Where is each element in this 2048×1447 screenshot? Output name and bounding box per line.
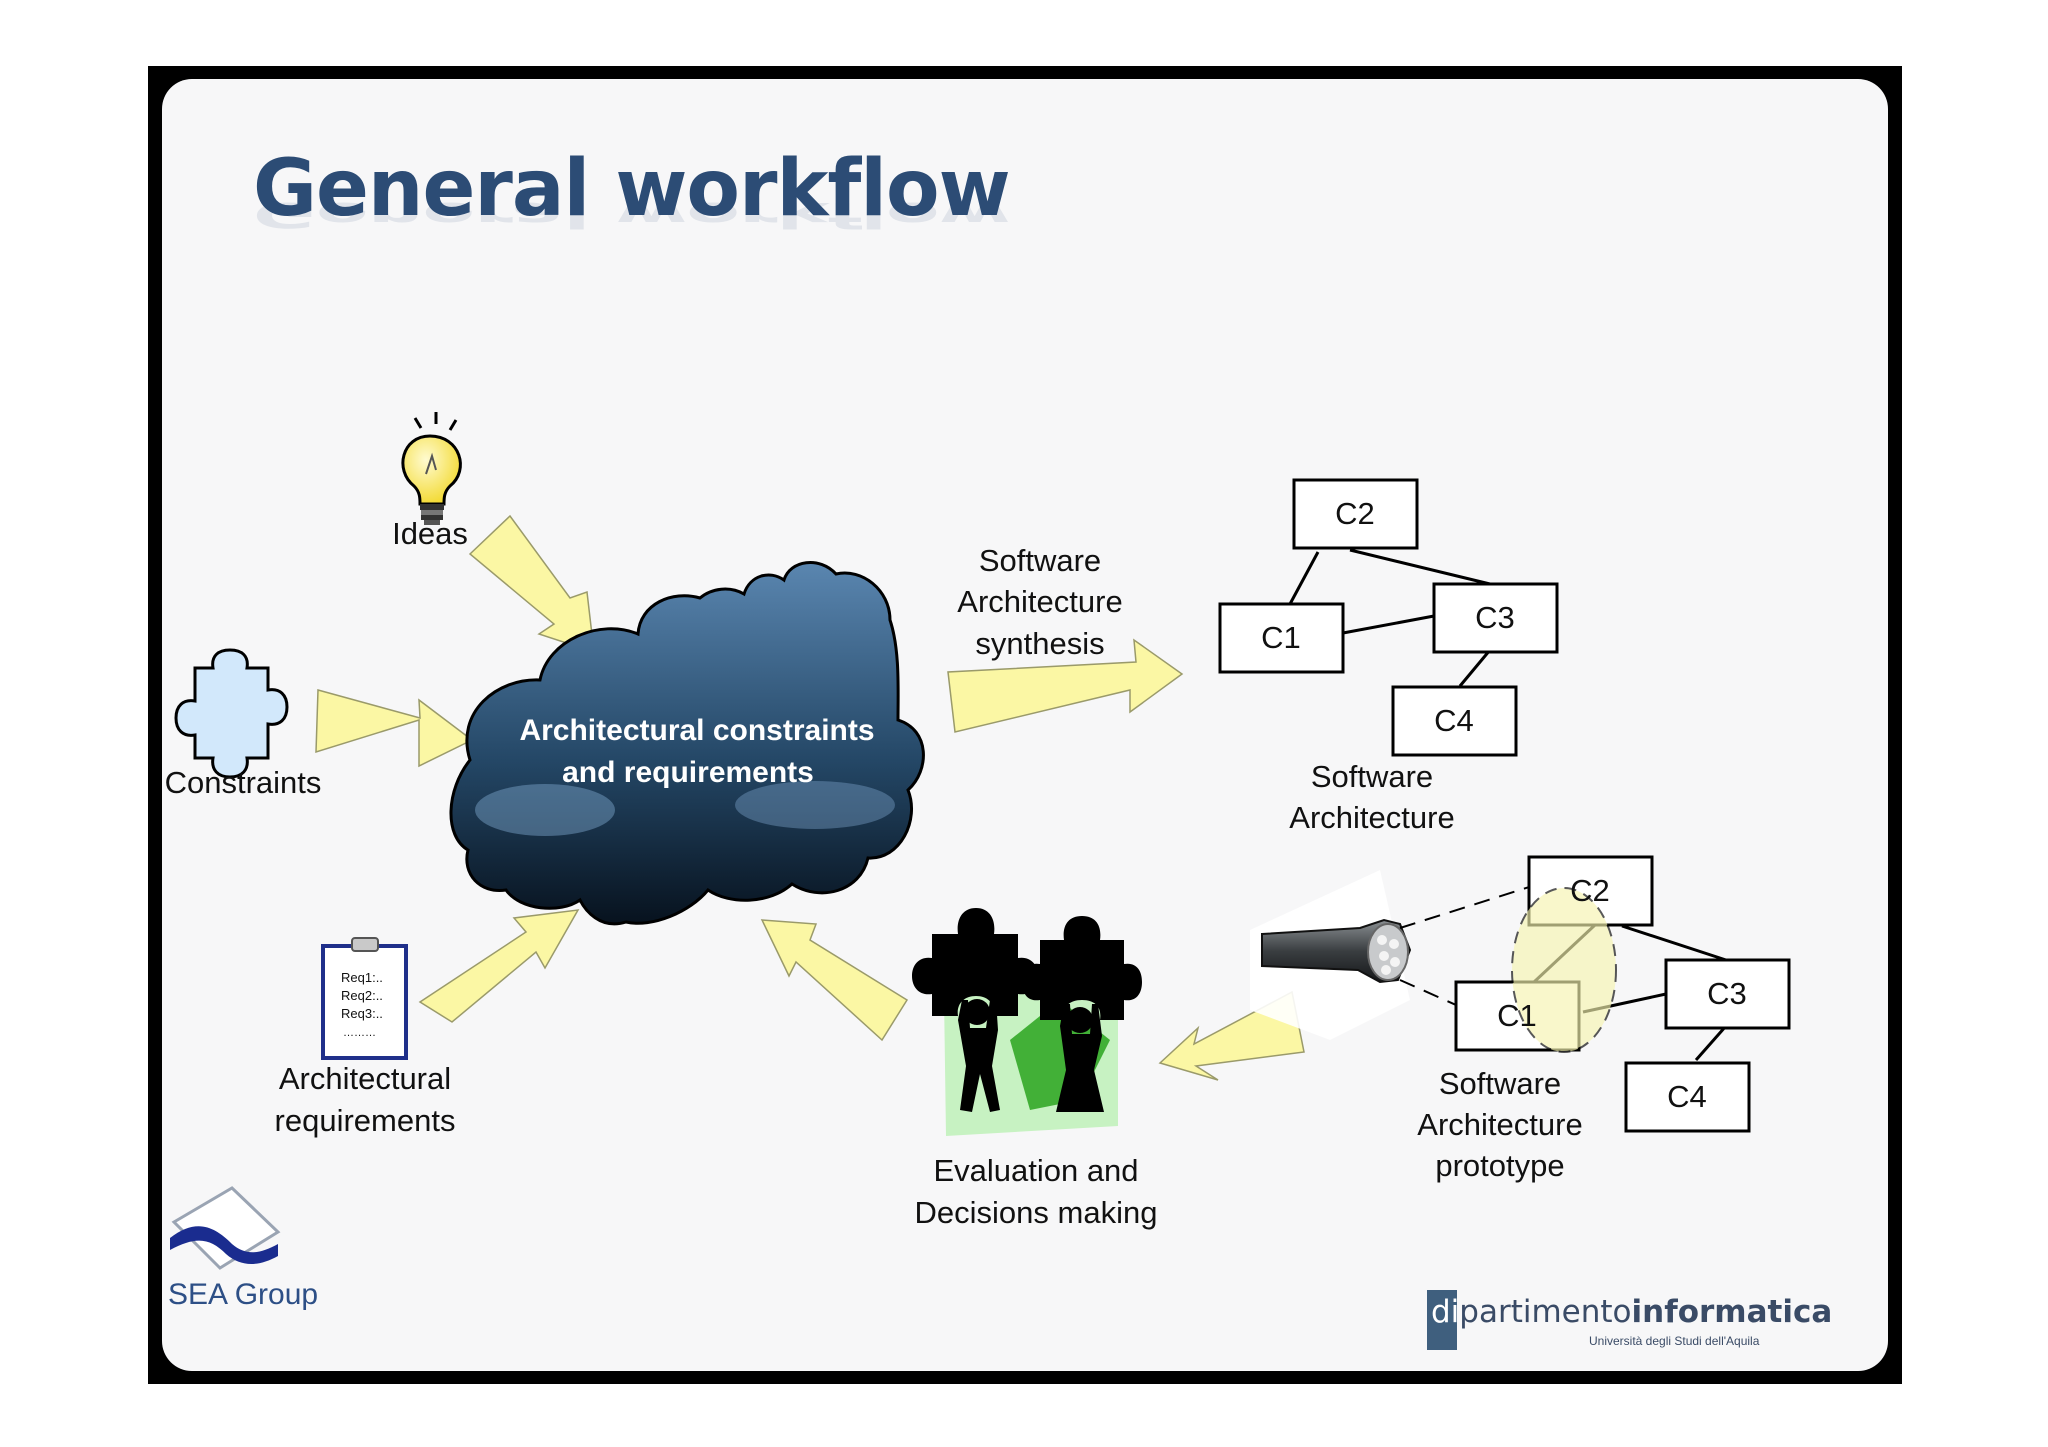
people-with-puzzles-icon <box>912 908 1142 1136</box>
dipartimento-logo-mark <box>1427 1290 1457 1350</box>
architecture-label-line1: Software <box>1311 759 1433 794</box>
dipartimento-logo-prefix: di <box>1431 1294 1460 1330</box>
dipartimento-logo-text: dipartimentoinformatica <box>1431 1294 1832 1330</box>
synthesis-label-line1: Software <box>979 543 1101 578</box>
clipboard-icon <box>321 937 408 1060</box>
arrow-requirements-to-cloud <box>418 909 580 1023</box>
evaluation-label-line1: Evaluation and <box>933 1153 1138 1188</box>
storm-cloud-icon <box>449 561 925 926</box>
cloud-label-line2: and requirements <box>562 756 814 789</box>
arch-c4-label: C4 <box>1434 703 1474 738</box>
cloud-label-line1: Architectural constraints <box>519 714 874 747</box>
arch-component-c3 <box>1432 582 1559 654</box>
req-item-4: ……… <box>343 1027 376 1039</box>
dipartimento-logo-subtitle: Università degli Studi dell'Aquila <box>1589 1334 1760 1348</box>
requirements-label-line1: Architectural <box>279 1061 451 1096</box>
arch-c1-label: C1 <box>1261 620 1301 655</box>
sea-group-logo-icon <box>170 1186 281 1270</box>
puzzle-piece-icon <box>174 648 289 779</box>
arrow-ideas-to-cloud <box>468 514 595 654</box>
arch-c3-label: C3 <box>1475 600 1515 635</box>
proto-c1-label: C1 <box>1497 998 1537 1033</box>
dipartimento-logo-bold: informatica <box>1631 1294 1833 1330</box>
architecture-diagram: C2 C1 C3 C4 <box>1218 478 1559 757</box>
dipartimento-logo-main: partimento <box>1459 1294 1632 1330</box>
proto-component-c3 <box>1664 958 1791 1030</box>
arrow-evaluation-to-cloud <box>760 919 909 1042</box>
prototype-label-line2: Architecture <box>1417 1107 1582 1142</box>
evaluation-label-line2: Decisions making <box>915 1195 1158 1230</box>
lightbulb-icon <box>401 412 462 525</box>
proto-c3-label: C3 <box>1707 976 1747 1011</box>
req-item-1: Req1:.. <box>341 970 383 985</box>
synthesis-label-line3: synthesis <box>975 626 1104 661</box>
synthesis-label-line2: Architecture <box>957 584 1122 619</box>
arrow-synthesis <box>947 638 1184 733</box>
prototype-label-line3: prototype <box>1435 1148 1564 1183</box>
sea-group-logo-text: SEA Group <box>168 1278 319 1311</box>
req-item-2: Req2:.. <box>341 988 383 1003</box>
constraints-label: Constraints <box>165 765 322 800</box>
arch-component-c2 <box>1292 478 1419 550</box>
arch-c2-label: C2 <box>1335 496 1375 531</box>
architecture-label-line2: Architecture <box>1289 800 1454 835</box>
prototype-label-line1: Software <box>1439 1066 1561 1101</box>
proto-c4-label: C4 <box>1667 1079 1707 1114</box>
req-item-3: Req3:.. <box>341 1006 383 1021</box>
proto-component-c4 <box>1624 1061 1751 1133</box>
arch-component-c1 <box>1218 602 1345 674</box>
arch-component-c4 <box>1391 685 1518 757</box>
prototype-diagram: C2 C1 C3 C4 <box>1454 855 1791 1133</box>
requirements-label-line2: requirements <box>275 1103 456 1138</box>
slide-title: General workflow <box>253 144 1011 234</box>
proto-c2-label: C2 <box>1570 873 1610 908</box>
arrow-constraints-to-cloud <box>315 689 474 768</box>
ideas-label: Ideas <box>392 516 468 551</box>
